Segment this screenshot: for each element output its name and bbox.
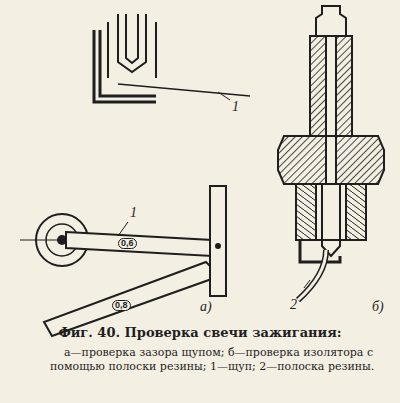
callout-number: 1 [232, 100, 239, 114]
view-letter: а) [200, 300, 212, 314]
figure-caption: Фиг. 40. Проверка свечи зажигания: [0, 326, 400, 339]
figure-legend: а—проверка зазора щупом; б—проверка изол… [50, 346, 380, 375]
gauge-size: 0,6 [118, 238, 137, 249]
callout-number: 1 [130, 206, 137, 220]
gauge-size: 0,8 [112, 300, 131, 311]
view-letter: б) [372, 300, 384, 314]
callout-number: 2 [290, 298, 297, 312]
